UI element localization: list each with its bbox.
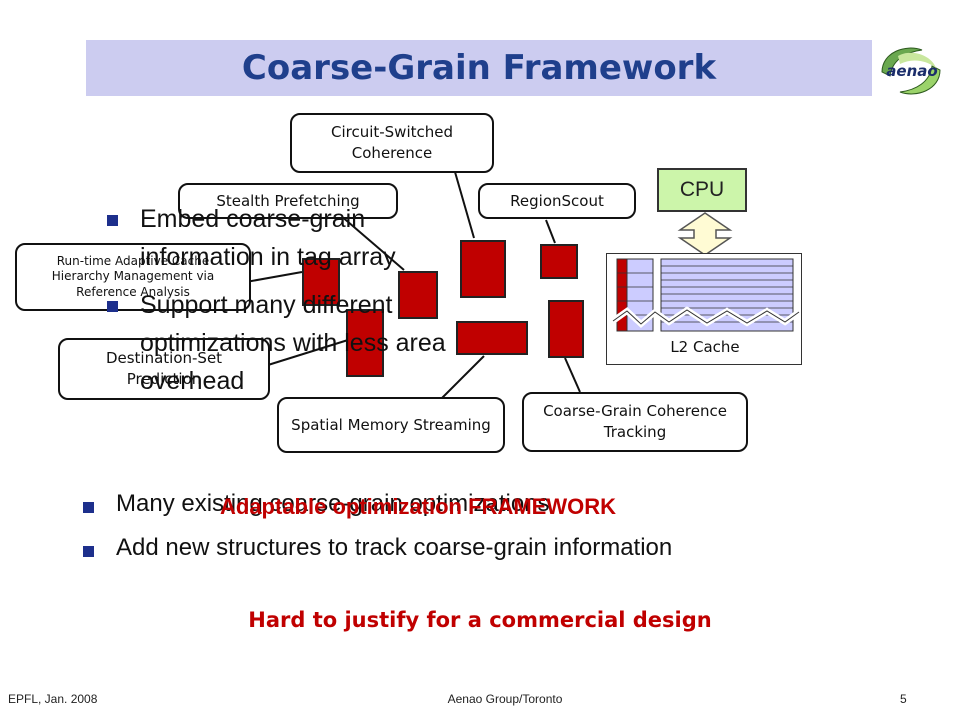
conclusion-text: Hard to justify for a commercial design: [248, 608, 712, 632]
callout-spatial-memory-streaming: Spatial Memory Streaming: [277, 397, 505, 453]
cpu-cache-arrow: [677, 212, 733, 256]
block-destination: [346, 309, 384, 377]
aenao-logo: aenao: [876, 42, 946, 100]
overlay-bullet-1-marker: [107, 215, 118, 226]
bottom-bullet-2: Add new structures to track coarse-grain…: [116, 534, 673, 561]
cache-array-graphic: [611, 258, 801, 332]
callout-stealth-prefetching: Stealth Prefetching: [178, 183, 398, 219]
callout-runtime-adaptive: Run-time Adaptive Cache Hierarchy Manage…: [15, 243, 251, 311]
highlight-framework: Adaptable optimization FRAMEWORK: [220, 494, 616, 519]
block-runtime: [302, 258, 340, 306]
block-coarse-tracking: [548, 300, 584, 358]
cpu-box: CPU: [657, 168, 747, 212]
callout-circuit-switched-coherence: Circuit-Switched Coherence: [290, 113, 494, 173]
block-regionscout: [540, 244, 578, 279]
logo-text: aenao: [886, 62, 938, 80]
l2-cache-box: L2 Cache: [606, 253, 802, 365]
bottom-bullet-1: Many existing coarse-grain optimizations: [116, 490, 550, 517]
callout-regionscout: RegionScout: [478, 183, 636, 219]
overlay-bullet-2: Support many different optimizations wit…: [140, 291, 446, 395]
callout-destination-set-prediction: Destination-Set Prediction: [58, 338, 270, 400]
callout-coarse-grain-coherence-tracking: Coarse-Grain Coherence Tracking: [522, 392, 748, 452]
overlay-bullet-2-marker: [107, 301, 118, 312]
footer-left: EPFL, Jan. 2008: [8, 692, 98, 706]
l2-cache-label: L2 Cache: [670, 338, 740, 356]
footer-center: Aenao Group/Toronto: [447, 692, 563, 706]
block-circuit-switched: [460, 240, 506, 298]
bottom-bullet-1-marker: [83, 502, 94, 513]
bottom-bullet-2-marker: [83, 546, 94, 557]
overlay-bullet-1: Embed coarse-grain information in tag ar…: [140, 205, 396, 271]
block-spatial: [456, 321, 528, 355]
slide-title: Coarse-Grain Framework: [241, 48, 717, 88]
title-band: [86, 40, 872, 96]
block-stealth: [398, 271, 438, 319]
footer-page-number: 5: [900, 692, 907, 706]
